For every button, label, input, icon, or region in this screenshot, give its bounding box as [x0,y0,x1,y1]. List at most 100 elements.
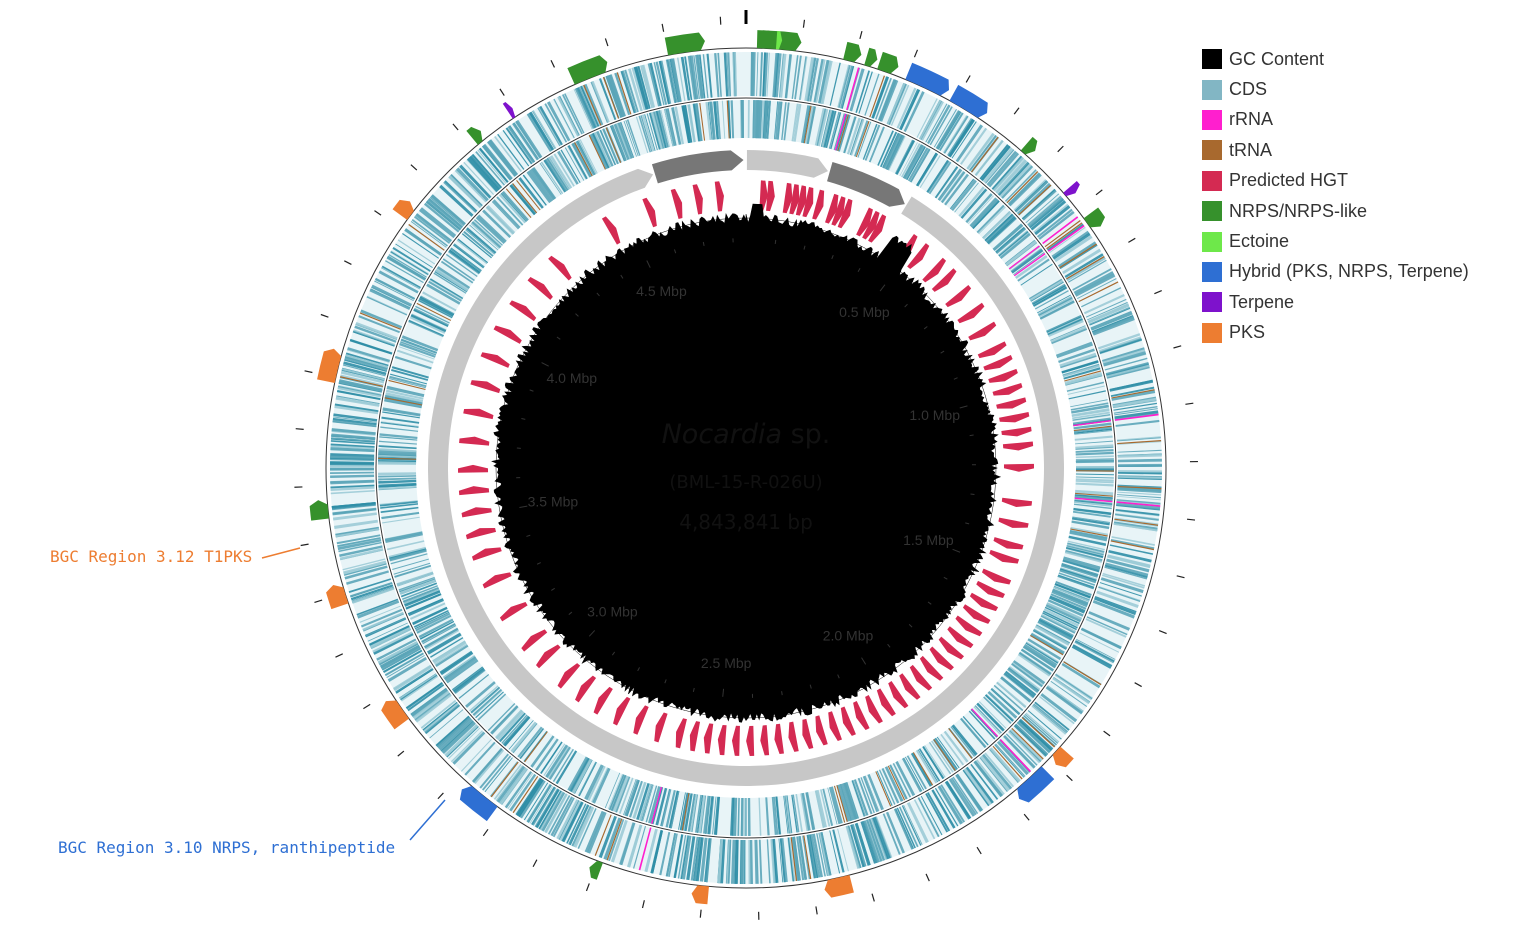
cds-forward-feature [515,119,543,159]
hgt-arrow [989,549,1020,564]
hgt-arrow [802,718,814,750]
cds-forward-feature [948,119,975,158]
cds-reverse-feature [1067,385,1105,395]
cds-forward-feature [1092,599,1135,619]
cds-reverse-feature [535,738,559,771]
cds-forward-feature [1115,508,1160,516]
cds-forward-feature [443,181,477,213]
cds-forward-feature [898,806,919,848]
cds-forward-feature [672,58,682,102]
cds-reverse-feature [413,309,449,328]
cds-forward-feature [345,354,389,369]
cds-forward-feature [360,608,403,628]
cds-reverse-feature [1072,411,1110,420]
cds-reverse-feature [410,314,447,333]
cds-forward-trna [1110,540,1155,551]
cds-forward-feature [966,133,994,170]
cds-forward-feature [537,107,562,146]
outer-tick [499,88,505,96]
cds-forward-feature [706,838,712,883]
cds-reverse-feature [487,703,516,732]
cds-forward-trna [1078,281,1119,303]
cds-forward-feature [345,352,389,367]
cds-forward-feature [386,655,425,678]
cds-forward-feature [1085,298,1127,318]
cds-forward-feature [1022,716,1056,747]
outer-tick [550,59,556,68]
cds-reverse-feature [1072,516,1111,524]
cds-reverse-feature [610,774,627,812]
cds-forward-feature [934,787,959,827]
cds-forward-feature [926,792,951,832]
hgt-arrow [999,411,1030,423]
cds-reverse-feature [951,180,977,212]
cds-forward-feature [653,62,665,106]
cds-forward-feature [531,786,556,826]
outer-tick [815,906,818,915]
cds-reverse-feature [1068,390,1106,400]
cds-forward-trna [1111,389,1155,399]
cds-reverse-feature [968,710,996,740]
legend-item: NRPS/NRPS-like [1202,196,1469,226]
cds-reverse-feature [1062,364,1100,377]
cds-reverse-feature [670,790,680,829]
cds-forward-feature [1065,254,1104,278]
cds-forward-feature [1038,210,1075,240]
cds-reverse-feature [498,712,526,743]
scale-tick [809,684,812,689]
cds-reverse-trna [912,752,934,786]
cds-forward-feature [829,62,841,106]
cds-reverse-feature [378,461,417,465]
scale-tick [774,239,777,244]
cds-reverse-feature [1027,638,1062,661]
cds-reverse-feature [783,102,790,141]
cds-forward-feature [392,664,432,691]
cds-reverse-feature [416,614,452,634]
cds-reverse-feature [501,190,529,222]
legend-item: rRNA [1202,105,1469,135]
cds-forward-feature [406,682,443,709]
cds-forward-feature [557,96,580,137]
cds-reverse-feature [821,109,833,148]
legend-item: CDS [1202,74,1469,104]
cds-reverse-feature [804,105,814,144]
cds-forward-feature [438,718,473,750]
cds-forward-feature [1074,640,1115,663]
cds-forward-feature [334,404,379,415]
cds-forward-trna [803,835,812,880]
cds-forward-feature [523,782,549,821]
cds-reverse-feature [928,742,951,775]
cds-reverse-feature [382,411,420,419]
cds-reverse-feature [549,155,573,189]
cds-reverse-feature [399,342,436,358]
hgt-arrow [955,615,983,637]
cds-reverse-feature [1064,551,1103,563]
cds-reverse-feature [379,433,418,440]
callout-nrps-line [409,799,446,841]
cds-reverse-feature [626,119,641,156]
cds-forward-feature [1111,389,1156,401]
cds-forward-feature [1066,257,1106,282]
cds-forward-feature [429,196,464,227]
hgt-arrow [825,193,839,224]
cds-reverse-feature [645,785,658,823]
cds-forward-feature [402,233,440,259]
cds-reverse-feature [1062,559,1100,573]
hgt-arrow [789,184,800,215]
cds-forward-feature [694,837,702,881]
cds-reverse-feature [833,113,845,151]
cds-reverse-feature [1003,672,1035,698]
cds-forward-feature [538,790,562,830]
cds-forward-feature [516,778,544,817]
hgt-arrow [759,180,768,211]
cds-reverse-feature [378,445,417,450]
cds-forward-feature [544,103,568,143]
cds-reverse-feature [814,108,826,146]
legend-label: rRNA [1229,109,1273,130]
cds-reverse-feature [477,214,507,243]
cds-forward-feature [413,215,451,244]
cds-reverse-feature [1031,283,1066,305]
cds-forward-feature [396,669,434,694]
cds-forward-feature [331,437,376,442]
